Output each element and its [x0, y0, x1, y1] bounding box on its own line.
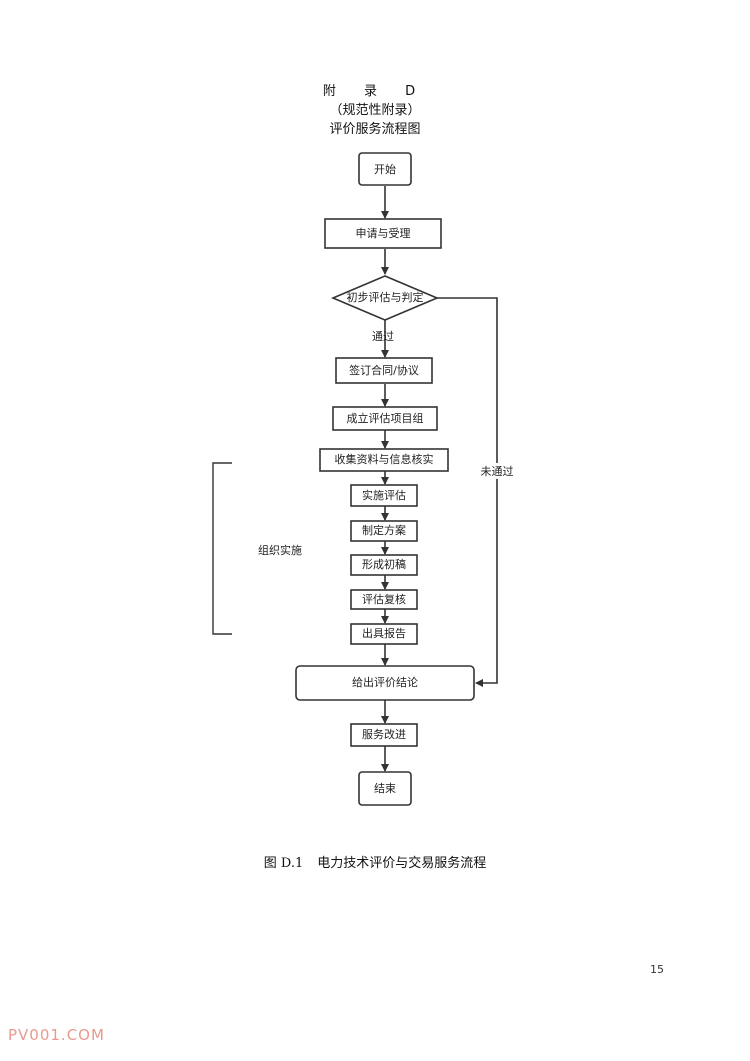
page-number: 15 — [650, 963, 664, 976]
fail-path — [437, 297, 498, 687]
draft-label: 形成初稿 — [362, 557, 406, 571]
appendix-type: （规范性附录） — [329, 103, 421, 118]
assess-label: 初步评估与判定 — [347, 290, 424, 304]
collect-label: 收集资料与信息核实 — [335, 452, 434, 466]
end-node — [358, 771, 412, 806]
start-label: 开始 — [374, 162, 396, 176]
draft-box — [350, 554, 418, 576]
start-node — [358, 152, 412, 186]
report-label: 出具报告 — [362, 626, 406, 640]
plan-box — [350, 520, 418, 542]
improve-box — [350, 723, 418, 747]
group-label: 组织实施 — [258, 543, 302, 557]
appendix-label: 附 录 D — [322, 84, 428, 99]
implement-box — [350, 484, 418, 507]
contract-label: 签订合同/协议 — [349, 363, 419, 377]
apply-box — [324, 218, 442, 249]
contract-box — [335, 357, 433, 384]
end-label: 结束 — [374, 782, 396, 795]
implement-label: 实施评估 — [362, 488, 406, 502]
figure-caption: 图 D.1 电力技术评价与交易服务流程 — [0, 852, 750, 871]
figure-number: 图 D.1 — [263, 856, 304, 871]
conclusion-label: 给出评价结论 — [352, 675, 418, 689]
review-box — [350, 589, 418, 610]
improve-label: 服务改进 — [362, 727, 406, 741]
assess-decision — [330, 275, 440, 321]
group-bracket — [212, 462, 232, 635]
team-label: 成立评估项目组 — [347, 411, 424, 425]
watermark-text: PV001.COM — [8, 1026, 105, 1044]
pass-label: 通过 — [372, 330, 394, 343]
plan-label: 制定方案 — [362, 523, 406, 537]
fail-label: 未通过 — [481, 465, 514, 478]
report-box — [350, 623, 418, 645]
apply-label: 申请与受理 — [356, 227, 411, 240]
diagram-title: 评价服务流程图 — [329, 122, 421, 137]
figure-caption-text: 电力技术评价与交易服务流程 — [317, 856, 487, 871]
collect-box — [319, 448, 449, 472]
team-box — [332, 406, 438, 431]
conclusion-box — [295, 665, 475, 701]
review-label: 评估复核 — [362, 592, 406, 606]
